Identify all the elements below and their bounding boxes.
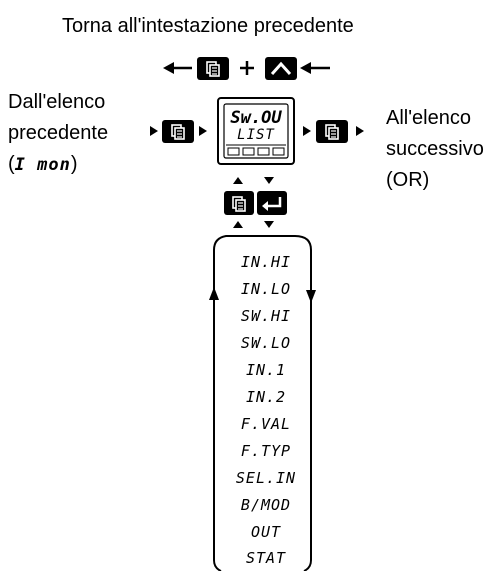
down-arrow-icon: [264, 177, 274, 184]
parameter-item: IN.1: [245, 361, 287, 379]
previous-list-label-line2: precedente: [8, 122, 109, 144]
page-key-icon: [224, 191, 254, 215]
up-arrow-icon: [233, 221, 243, 228]
paren-close: ): [70, 153, 78, 175]
page-key-icon: [197, 57, 229, 80]
plus-icon: [240, 61, 254, 75]
right-arrow-icon: [303, 126, 311, 136]
page-key-icon: [316, 120, 348, 143]
right-arrow-icon: [356, 126, 364, 136]
display-line2: LIST: [237, 127, 275, 143]
previous-list-label-line1: Dall'elenco: [8, 91, 106, 113]
previous-list-code: I mon: [14, 155, 71, 175]
parameter-item: F.TYP: [240, 442, 292, 460]
parameter-item: OUT: [250, 523, 282, 541]
parameter-item: IN.LO: [240, 280, 292, 298]
right-arrow-icon: [150, 126, 158, 136]
left-arrow-icon: [163, 62, 192, 74]
parameter-item: B/MOD: [240, 496, 292, 514]
down-arrow-icon: [264, 221, 274, 228]
paren-open: (: [8, 153, 15, 175]
parameter-item: SW.LO: [240, 334, 292, 352]
display-line1: Sw.OU: [230, 108, 282, 128]
left-arrow-icon: [300, 62, 330, 74]
up-arrow-icon: [233, 177, 243, 184]
up-arrow-icon: [209, 287, 219, 300]
next-list-label-line3: (OR): [386, 169, 430, 191]
parameter-item: STAT: [245, 549, 287, 567]
right-arrow-icon: [199, 126, 207, 136]
next-list-label-line1: All'elenco: [386, 107, 471, 129]
next-list-label-line2: successivo: [386, 138, 484, 160]
parameter-item: SEL.IN: [235, 469, 297, 487]
scroll-loop: [213, 235, 312, 571]
page-key-icon: [162, 120, 194, 143]
down-arrow-icon: [306, 290, 316, 303]
enter-key-icon: [257, 191, 287, 215]
parameter-item: IN.HI: [240, 253, 292, 271]
parameter-item: F.VAL: [240, 415, 292, 433]
previous-list-label-line3: (I mon): [8, 152, 78, 177]
parameter-item: IN.2: [245, 388, 287, 406]
parameter-item: SW.HI: [240, 307, 292, 325]
instrument-display: [217, 97, 295, 165]
back-to-previous-header-label: Torna all'intestazione precedente: [62, 15, 354, 37]
up-key-icon: [265, 57, 297, 80]
